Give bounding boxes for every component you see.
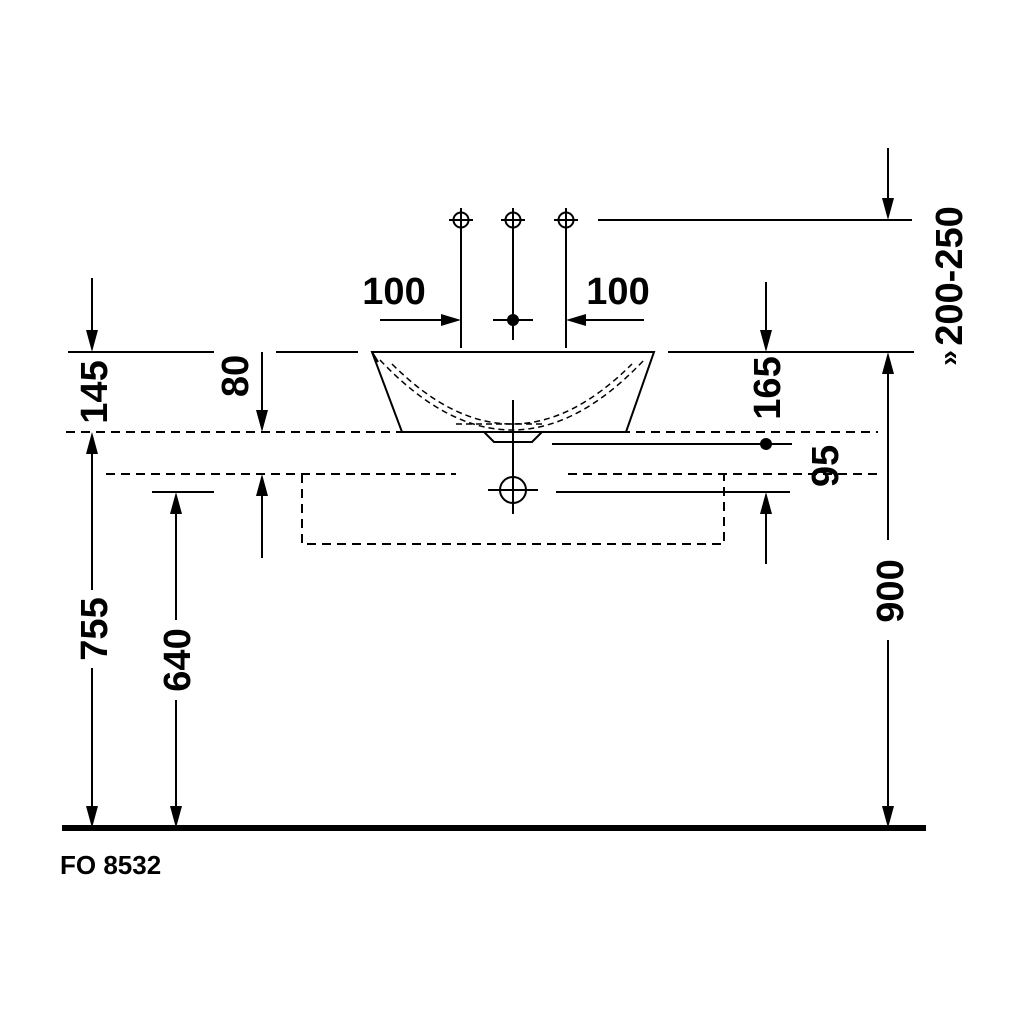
arrowhead — [760, 492, 772, 514]
arrowhead — [256, 410, 268, 432]
arrowhead — [256, 474, 268, 496]
dim-tap-spacing-right: 100 — [586, 271, 649, 313]
arrowhead — [86, 330, 98, 352]
arrowhead — [86, 432, 98, 454]
dim-underside-height: 640 — [157, 628, 199, 691]
dim-tap-spacing-left: 100 — [362, 271, 425, 313]
dim-basin-depth: 80 — [215, 355, 257, 397]
cabinet-outline — [301, 474, 725, 545]
arrowhead — [441, 314, 461, 326]
dim-tap-height-prefix: » — [933, 350, 964, 366]
arrowhead — [882, 352, 894, 374]
dim-counter-height: 755 — [74, 597, 116, 660]
arrowhead — [86, 806, 98, 828]
dim-rim-to-waste: 165 — [747, 356, 789, 419]
arrowhead — [170, 806, 182, 828]
arrowhead — [170, 492, 182, 514]
dim-waste-drop: 95 — [805, 445, 847, 487]
dim-tap-height: 200-250 — [929, 206, 971, 345]
dim-rim-to-counter: 145 — [74, 360, 116, 423]
arrowhead — [882, 806, 894, 828]
tap-hole-left — [449, 208, 473, 348]
tap-hole-right — [554, 208, 578, 348]
dim-rim-height: 900 — [870, 559, 912, 622]
arrowhead — [566, 314, 586, 326]
arrowhead — [760, 330, 772, 352]
arrowhead — [882, 198, 894, 220]
product-code: FO 8532 — [60, 850, 161, 880]
